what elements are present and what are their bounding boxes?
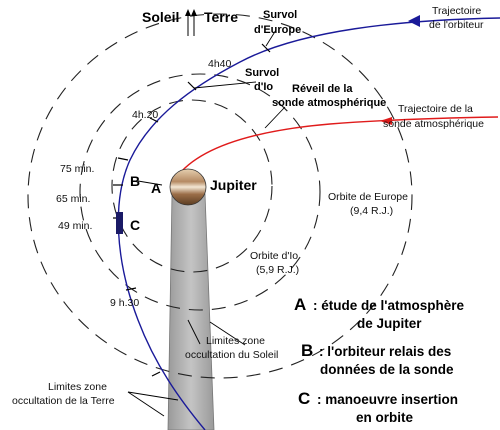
- time-65-label: 65 min.: [56, 193, 90, 205]
- reveil-label-2: sonde atmosphérique: [272, 97, 386, 109]
- probe-trajectory-arrow: [380, 117, 392, 125]
- occ-terre-label-2: occultation de la Terre: [12, 395, 115, 407]
- traj-orbiteur-label: Trajectoire: [432, 5, 481, 17]
- occ-soleil-label: Limites zone: [206, 335, 265, 347]
- orbite-europe-label-2: (9,4 R.J.): [350, 205, 393, 217]
- time-49-label: 49 min.: [58, 220, 92, 232]
- probe-trajectory: [175, 116, 499, 179]
- jupiter-planet: [169, 168, 207, 206]
- terre-label: Terre: [204, 9, 238, 25]
- legend-c-line2: en orbite: [356, 410, 413, 425]
- legend: A : étude de l'atmosphère de Jupiter B :…: [294, 295, 464, 425]
- traj-sonde-label-2: sonde atmosphérique: [383, 118, 484, 130]
- marker-a-label: A: [151, 180, 161, 196]
- survol-europe-label: Survol: [263, 9, 297, 21]
- traj-sonde-label: Trajectoire de la: [398, 103, 473, 115]
- soleil-label: Soleil: [142, 9, 179, 25]
- time-4h20-label: 4h.20: [132, 109, 158, 121]
- occ-soleil-label-2: occultation du Soleil: [185, 349, 278, 361]
- occultation-zone: [167, 193, 215, 430]
- orbite-io-label: Orbite d'Io: [250, 250, 298, 262]
- orbiter-trajectory: [117, 17, 500, 430]
- time-75-label: 75 min.: [60, 163, 94, 175]
- survol-europe-label-2: d'Europe: [254, 24, 301, 36]
- traj-orbiteur-label-2: de l'orbiteur: [429, 19, 484, 31]
- legend-b-line2: données de la sonde: [320, 362, 454, 377]
- legend-c-letter: C: [298, 389, 310, 408]
- legend-a-line1: : étude de l'atmosphère: [313, 298, 464, 313]
- occ-terre-label: Limites zone: [48, 381, 107, 393]
- marker-c-bar: [116, 212, 123, 234]
- orbite-io-label-2: (5,9 R.J.): [256, 264, 299, 276]
- orbit-europe: [27, 13, 413, 379]
- legend-c-line1: : manoeuvre insertion: [317, 392, 458, 407]
- survol-io-label-2: d'Io: [254, 81, 273, 93]
- sun-earth-arrows: [187, 14, 195, 36]
- jupiter-label: Jupiter: [210, 177, 257, 193]
- legend-b-line1: : l'orbiteur relais des: [319, 344, 451, 359]
- reveil-label: Réveil de la: [292, 83, 353, 95]
- orbit-inner-1: [111, 99, 273, 273]
- time-9h30-label: 9 h.30: [110, 297, 139, 309]
- time-4h40-label: 4h40: [208, 58, 232, 70]
- survol-io-label: Survol: [245, 67, 279, 79]
- legend-a-line2: de Jupiter: [357, 316, 422, 331]
- legend-a-letter: A: [294, 295, 306, 314]
- marker-b-label: B: [130, 173, 140, 189]
- legend-b-letter: B: [301, 341, 313, 360]
- orbit-io: [79, 73, 321, 311]
- marker-c-label: C: [130, 217, 140, 233]
- orbiter-trajectory-arrow: [408, 15, 420, 27]
- orbite-europe-label: Orbite de Europe: [328, 191, 408, 203]
